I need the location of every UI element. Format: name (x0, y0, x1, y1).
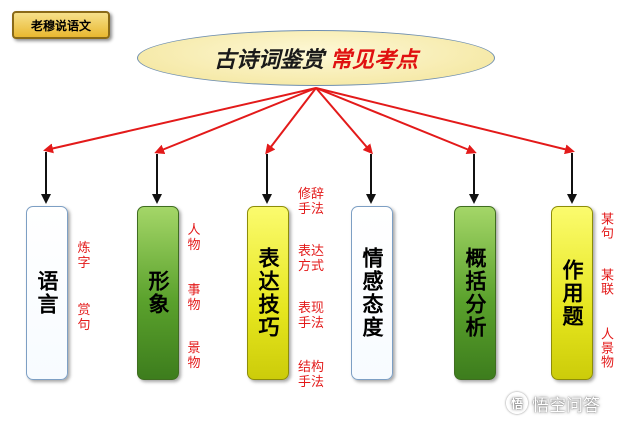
note-image-3: 景物 (187, 341, 201, 371)
note-language-2: 赏句 (77, 303, 91, 333)
note-function-1: 某句 (598, 212, 613, 240)
note-tech-4: 结构手法 (297, 360, 324, 390)
red-arrow-3 (265, 87, 317, 155)
red-arrow-6 (315, 87, 575, 155)
red-arrow-5 (315, 87, 477, 155)
node-emotion: 情感态度 (351, 206, 393, 380)
watermark: 悟 悟空问答 (506, 390, 626, 416)
note-function-3: 人景物 (598, 327, 613, 369)
author-badge: 老穆说语文 (12, 11, 110, 39)
watermark-text: 悟空问答 (532, 395, 600, 416)
node-image: 形象 (137, 206, 179, 380)
title-highlight: 常见考点 (330, 47, 419, 73)
node-language: 语言 (26, 206, 68, 380)
note-tech-1: 修辞手法 (297, 187, 324, 217)
note-language-1: 炼字 (77, 241, 91, 271)
title-main: 古诗词鉴赏 (213, 47, 324, 73)
red-arrow-4 (315, 87, 373, 155)
watermark-logo-icon: 悟 (506, 392, 528, 414)
note-image-2: 事物 (187, 283, 201, 313)
node-function: 作用题 (551, 206, 593, 380)
note-tech-3: 表现手法 (297, 301, 324, 331)
note-image-1: 人物 (187, 223, 201, 253)
node-summary: 概括分析 (454, 206, 496, 380)
node-techniques: 表达技巧 (247, 206, 289, 380)
red-arrow-2 (154, 87, 317, 155)
note-tech-2: 表达方式 (297, 244, 324, 274)
title-ellipse: 古诗词鉴赏 常见考点 (137, 30, 495, 86)
red-arrow-1 (43, 87, 317, 154)
note-function-2: 某联 (598, 268, 613, 296)
